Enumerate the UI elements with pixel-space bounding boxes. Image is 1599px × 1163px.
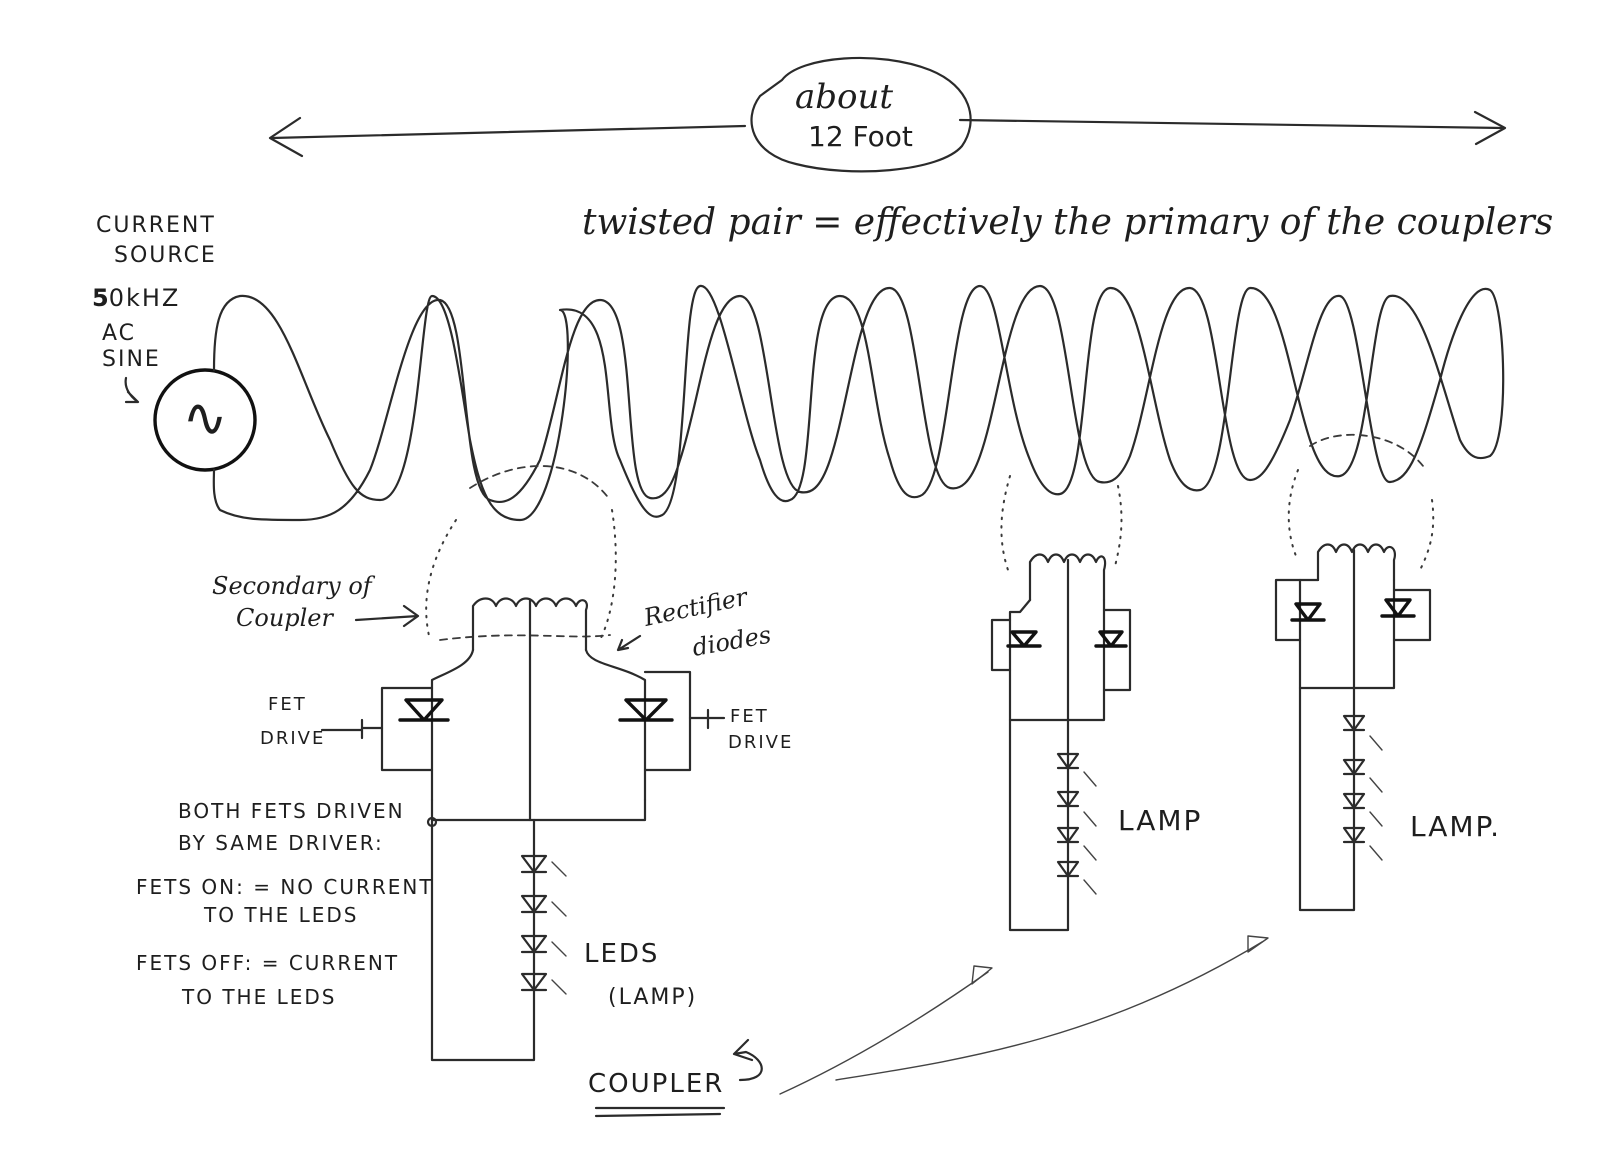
twisted-pair (212, 284, 1505, 522)
leds-lamp-label: (LAMP) (608, 985, 697, 1010)
coupler-underline (594, 1106, 726, 1118)
middle-coupler (990, 475, 1132, 932)
frequency-suffix: 0kHZ (109, 284, 181, 312)
coupler-arrow-left (732, 1038, 763, 1082)
lamp-middle-label: LAMP (1118, 804, 1202, 837)
secondary-label-line2: Coupler (236, 604, 335, 632)
secondary-pointer-arrow (354, 604, 420, 628)
distance-label-line1: about (795, 77, 893, 117)
distance-bubble (750, 56, 972, 173)
frequency-prefix: 5 (92, 284, 109, 312)
rectifier-label-line1: Rectifier (640, 582, 751, 632)
fet-left-label-line1: FET (268, 694, 307, 715)
coupler-label: COUPLER (588, 1069, 724, 1099)
rectifier-pointer-arrow (616, 634, 642, 652)
secondary-label-line1: Secondary of (212, 572, 376, 600)
note-on-line1: FETS ON: = NO CURRENT (136, 875, 434, 899)
ac-source-icon (153, 368, 257, 472)
source-label-sine: SINE (102, 347, 161, 372)
note-off-line2: TO THE LEDS (181, 985, 336, 1009)
rectifier-label-line2: diodes (690, 621, 773, 662)
source-label-ac: AC (102, 321, 136, 346)
twisted-pair-label: twisted pair = effectively the primary o… (582, 202, 1553, 243)
leds-label: LEDS (584, 939, 659, 969)
note-on-line2: TO THE LEDS (203, 903, 358, 927)
distance-arrow (268, 110, 1507, 158)
lamp-right-label: LAMP. (1410, 810, 1501, 843)
left-coupler (360, 465, 710, 1062)
source-label-line1: CURRENT (96, 213, 216, 238)
source-pointer-arrow (124, 376, 140, 404)
distance-label-line2: 12 Foot (808, 120, 913, 153)
coupler-pointer-arrows (779, 935, 1269, 1095)
fet-left-label-line2: DRIVE (260, 728, 325, 749)
right-coupler (1274, 433, 1435, 912)
fet-right-label-line1: FET (730, 706, 769, 727)
source-label-line2: SOURCE (114, 243, 217, 268)
note-both-line1: BOTH FETS DRIVEN (178, 799, 405, 823)
fet-right-label-line2: DRIVE (728, 732, 793, 753)
note-off-line1: FETS OFF: = CURRENT (136, 951, 399, 975)
sine-symbol: ∿ (182, 386, 227, 449)
note-both-line2: BY SAME DRIVER: (178, 831, 384, 855)
source-frequency: 50kHZ (92, 284, 180, 312)
